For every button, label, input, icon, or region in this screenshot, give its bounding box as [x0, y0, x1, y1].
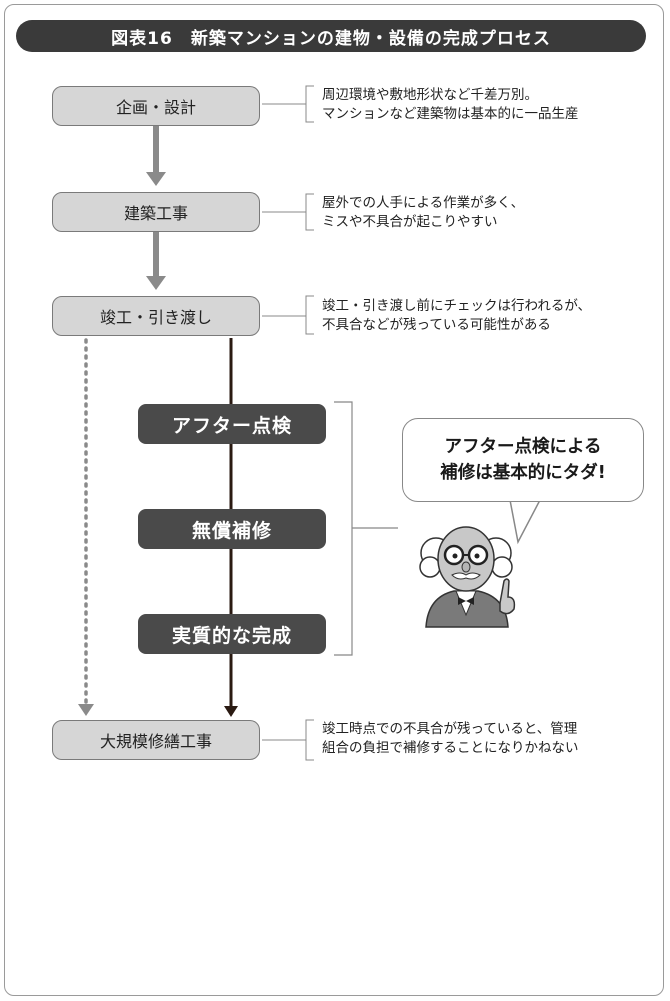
figure-title: 図表16 新築マンションの建物・設備の完成プロセス	[16, 20, 646, 52]
step-planning-design: 企画・設計	[52, 86, 260, 126]
free-repair-box: 無償補修	[138, 509, 326, 549]
note-line: 不具合などが残っている可能性がある	[322, 317, 551, 333]
arrow-head-1	[146, 172, 166, 186]
after-bracket	[334, 401, 398, 656]
dark-arrow-head	[224, 706, 238, 717]
note-handover: 竣工・引き渡し前にチェックは行われるが、 不具合などが残っている可能性がある	[322, 297, 591, 335]
speech-bubble: アフター点検による 補修は基本的にタダ!	[402, 418, 644, 502]
note-construction: 屋外での人手による作業が多く、 ミスや不具合が起こりやすい	[322, 194, 524, 232]
note-line: 竣工・引き渡し前にチェックは行われるが、	[322, 298, 592, 314]
practical-completion-box: 実質的な完成	[138, 614, 326, 654]
bubble-line: 補修は基本的にタダ!	[440, 463, 606, 483]
note-major-repair: 竣工時点での不具合が残っていると、管理 組合の負担で補修することになりかねない	[322, 720, 579, 758]
note-line: マンションなど建築物は基本的に一品生産	[322, 106, 579, 122]
note-planning-design: 周辺環境や敷地形状など千差万別。 マンションなど建築物は基本的に一品生産	[322, 86, 579, 124]
figure-frame	[4, 4, 664, 996]
step-construction: 建築工事	[52, 192, 260, 232]
note-line: 屋外での人手による作業が多く、	[322, 195, 525, 211]
note-bracket-1	[262, 85, 314, 123]
note-line: 竣工時点での不具合が残っていると、管理	[322, 721, 578, 737]
note-line: ミスや不具合が起こりやすい	[322, 214, 498, 230]
note-bracket-4	[262, 719, 314, 761]
step-handover: 竣工・引き渡し	[52, 296, 260, 336]
dotted-arrow-head	[78, 704, 94, 716]
step-major-repair: 大規模修繕工事	[52, 720, 260, 760]
note-line: 組合の負担で補修することになりかねない	[322, 740, 579, 756]
note-bracket-2	[262, 193, 314, 231]
note-line: 周辺環境や敷地形状など千差万別。	[322, 87, 538, 103]
professor-character-icon	[419, 526, 516, 628]
note-bracket-3	[262, 295, 314, 335]
after-inspection-box: アフター点検	[138, 404, 326, 444]
bubble-tail	[509, 499, 542, 545]
bubble-line: アフター点検による	[444, 437, 602, 457]
arrow-head-2	[146, 276, 166, 290]
